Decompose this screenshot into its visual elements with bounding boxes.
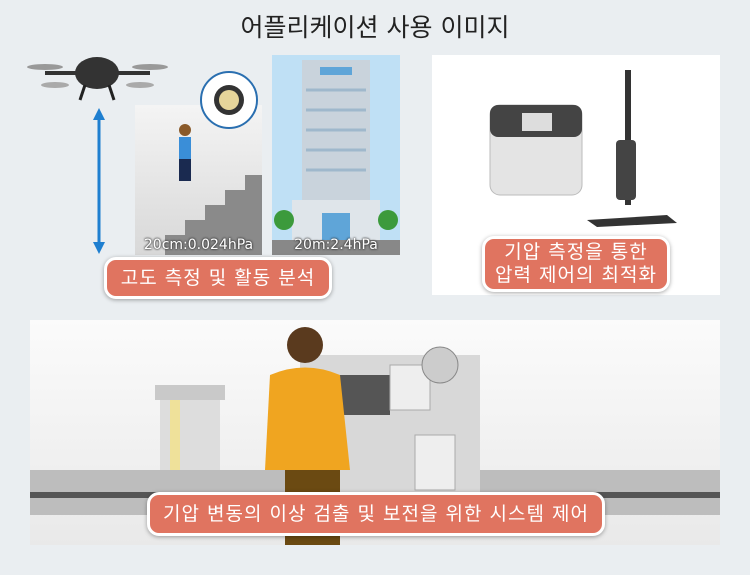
factory-label: 기압 변동의 이상 검출 및 보전을 위한 시스템 제어: [147, 492, 605, 536]
appliance-label-line1: 기압 측정을 통한: [504, 241, 648, 263]
drone-illustration: [27, 57, 168, 101]
building-illustration: 20m:2.4hPa: [272, 55, 400, 255]
altitude-arrow: [93, 108, 105, 254]
stairs-illustration: 20cm:0.024hPa: [135, 105, 262, 255]
stairs-pressure-caption: 20cm:0.024hPa: [143, 237, 254, 253]
appliance-label-line2: 압력 제어의 최적화: [495, 264, 657, 286]
appliance-illustration: [489, 70, 677, 227]
altitude-label: 고도 측정 및 활동 분석: [104, 257, 332, 299]
appliance-panel: 기압 측정을 통한 압력 제어의 최적화: [432, 55, 720, 295]
page-title: 어플리케이션 사용 이미지: [240, 13, 510, 42]
appliance-label: 기압 측정을 통한 압력 제어의 최적화: [482, 236, 670, 292]
smartwatch-icon: [200, 71, 258, 129]
building-pressure-caption: 20m:2.4hPa: [294, 237, 378, 253]
